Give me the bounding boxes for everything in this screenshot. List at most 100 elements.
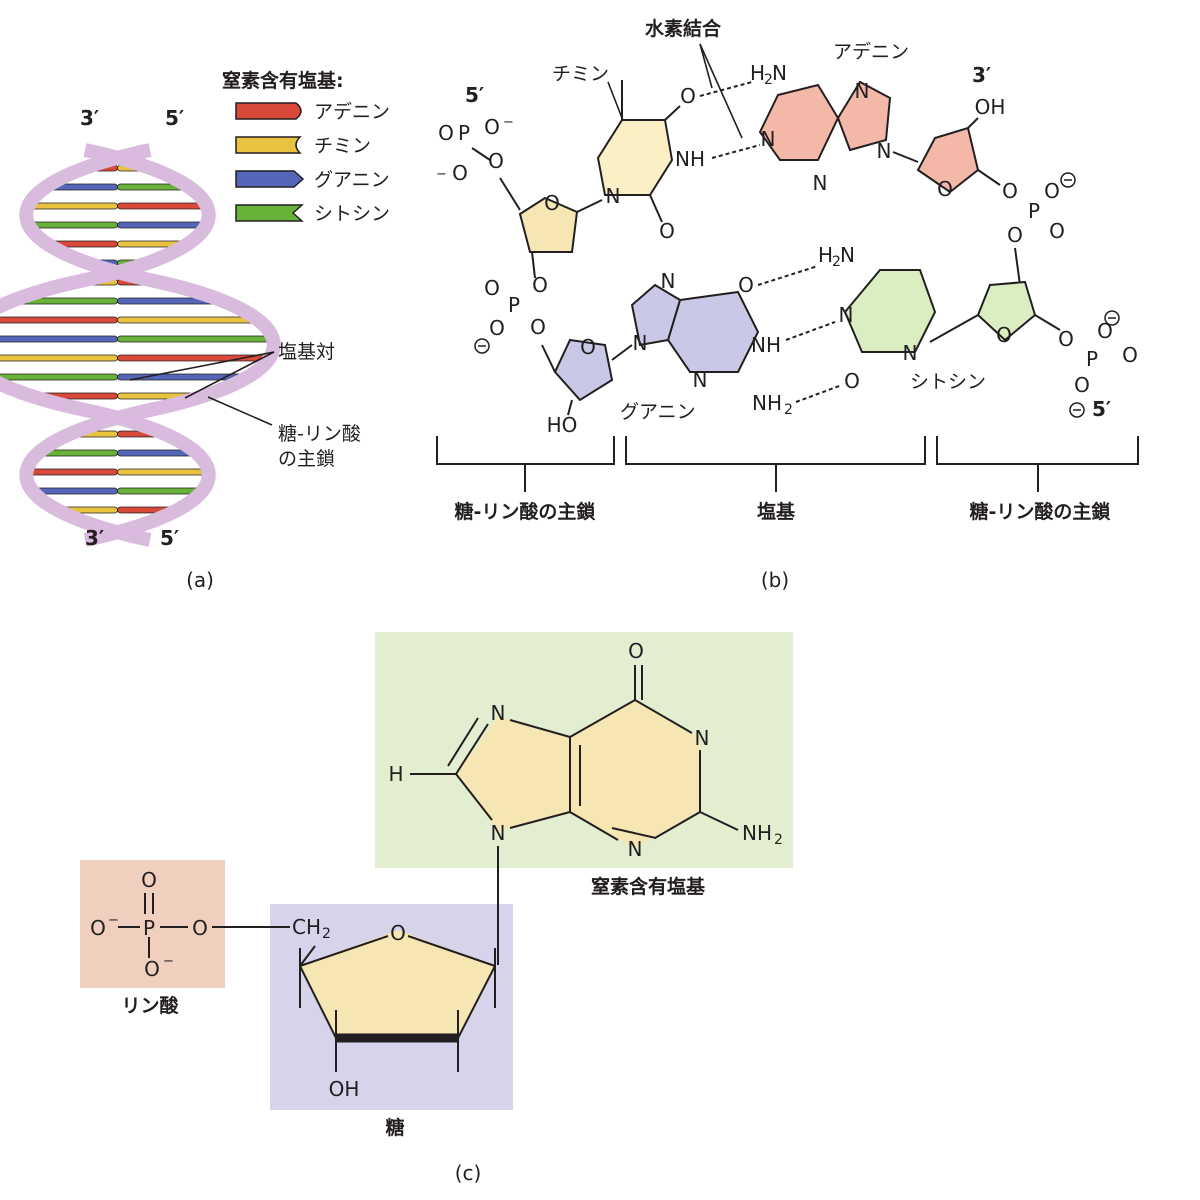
base-pair-rung-half — [0, 316, 118, 324]
svg-text:P: P — [1086, 347, 1098, 371]
cytosine-label: シトシン — [910, 371, 986, 393]
svg-text:NH: NH — [675, 147, 705, 171]
legend-cytosine: シトシン — [235, 203, 390, 225]
base-pair-rung-half — [117, 487, 204, 495]
svg-text:H: H — [818, 243, 833, 267]
base-pair-rungs — [0, 164, 274, 514]
svg-text:2: 2 — [784, 402, 793, 418]
deoxyribose-top-right — [916, 126, 980, 194]
legend-thymine: チミン — [235, 135, 371, 157]
base-pair-rung-half — [0, 354, 118, 362]
guanine-label: グアニン — [620, 401, 696, 423]
svg-text:−: − — [436, 167, 447, 182]
svg-text:HO: HO — [547, 413, 578, 437]
svg-text:N: N — [903, 341, 918, 365]
cytosine-swatch — [235, 204, 304, 222]
guanine-swatch — [235, 170, 305, 188]
cytosine-ring — [843, 269, 937, 353]
svg-text:O: O — [1044, 179, 1060, 203]
nitrogenous-base-label: 窒素含有塩基 — [591, 875, 706, 898]
svg-text:2: 2 — [764, 72, 773, 88]
legend-thymine-label: チミン — [314, 135, 371, 157]
svg-text:H: H — [388, 762, 403, 786]
legend-adenine-label: アデニン — [314, 101, 390, 123]
five-prime-top: 5′ — [465, 83, 484, 107]
svg-text:2: 2 — [832, 254, 841, 270]
svg-text:N: N — [491, 821, 506, 845]
svg-text:−: − — [163, 954, 174, 969]
caption-c: (c) — [455, 1161, 482, 1185]
thymine-leader — [607, 81, 623, 119]
svg-text:O: O — [680, 84, 696, 108]
base-pair-rung-half — [117, 316, 260, 324]
svg-text:O: O — [628, 639, 644, 663]
adenine-swatch — [235, 102, 302, 120]
backbone-label-line2: の主鎖 — [278, 448, 335, 470]
hydrogen-bond-label: 水素結合 — [645, 17, 722, 40]
svg-text:N: N — [633, 331, 648, 355]
svg-text:O: O — [937, 177, 953, 201]
bracket-bases — [625, 436, 926, 492]
base-pair-rung-half — [28, 221, 118, 229]
caption-b: (b) — [761, 568, 789, 592]
svg-text:O: O — [1074, 373, 1090, 397]
svg-text:N: N — [695, 726, 710, 750]
base-pair-rung-half — [27, 202, 118, 210]
guanine-imidazole — [630, 283, 682, 347]
legend-title: 窒素含有塩基: — [222, 69, 344, 92]
panel-a-double-helix: 3′ 5′ 3′ 5′ 窒素含有塩基: アデニン チミン グアニン シトシン 塩… — [0, 69, 390, 592]
hbond-g-c-2 — [785, 321, 836, 341]
svg-text:O: O — [738, 273, 754, 297]
svg-text:−: − — [503, 115, 514, 130]
three-prime-top: 3′ — [972, 63, 991, 87]
base-pair-label: 塩基対 — [278, 341, 335, 363]
phosphate-lower-right: O P O O O — [1058, 310, 1138, 418]
phosphate-box — [80, 860, 225, 988]
svg-text:OH: OH — [329, 1077, 360, 1101]
svg-text:O: O — [544, 191, 560, 215]
svg-text:O: O — [484, 276, 500, 300]
svg-text:OH: OH — [975, 95, 1006, 119]
svg-text:O: O — [996, 323, 1012, 347]
deoxyribose-lower-left — [553, 338, 614, 402]
svg-text:N: N — [772, 61, 787, 85]
svg-text:O: O — [438, 121, 454, 145]
base-pair-rung-half — [0, 335, 118, 343]
phosphate-top-right: O P O O O — [1002, 172, 1076, 247]
svg-text:O: O — [192, 916, 208, 940]
svg-text:O: O — [1097, 319, 1113, 343]
helix-bottom-right-5prime: 5′ — [160, 526, 179, 550]
panel-b-base-pairing: 水素結合 チミン アデニン グアニン シトシン 5′ 3′ 5′ P O O −… — [436, 17, 1139, 592]
legend-guanine-label: グアニン — [314, 169, 390, 191]
base-pair-leader-2 — [184, 351, 275, 399]
hbond-g-c-1 — [757, 265, 819, 286]
svg-text:O: O — [488, 149, 504, 173]
svg-text:O: O — [530, 315, 546, 339]
svg-text:N: N — [693, 368, 708, 392]
svg-text:O: O — [452, 161, 468, 185]
svg-text:N: N — [840, 243, 855, 267]
svg-text:O: O — [580, 335, 596, 359]
svg-text:−: − — [108, 913, 119, 928]
guanine-six-ring-fill — [570, 700, 700, 848]
bracket-backbone-right — [936, 436, 1139, 492]
helix-top-left-3prime: 3′ — [80, 106, 99, 130]
guanine-ring — [666, 290, 760, 373]
svg-text:O: O — [1058, 327, 1074, 351]
svg-text:N: N — [855, 79, 870, 103]
svg-text:H: H — [750, 61, 765, 85]
caption-a: (a) — [186, 568, 214, 592]
svg-text:N: N — [877, 139, 892, 163]
svg-text:NH: NH — [742, 821, 772, 845]
sugar-label: 糖 — [385, 1116, 404, 1139]
svg-text:N: N — [813, 171, 828, 195]
phosphate-label: リン酸 — [121, 994, 179, 1017]
svg-text:O: O — [1007, 223, 1023, 247]
svg-text:P: P — [508, 293, 520, 317]
backbone-label-line1: 糖-リン酸 — [278, 423, 361, 445]
svg-text:N: N — [761, 127, 776, 151]
svg-text:O: O — [484, 115, 500, 139]
sugar-ring-fill — [300, 930, 495, 1038]
